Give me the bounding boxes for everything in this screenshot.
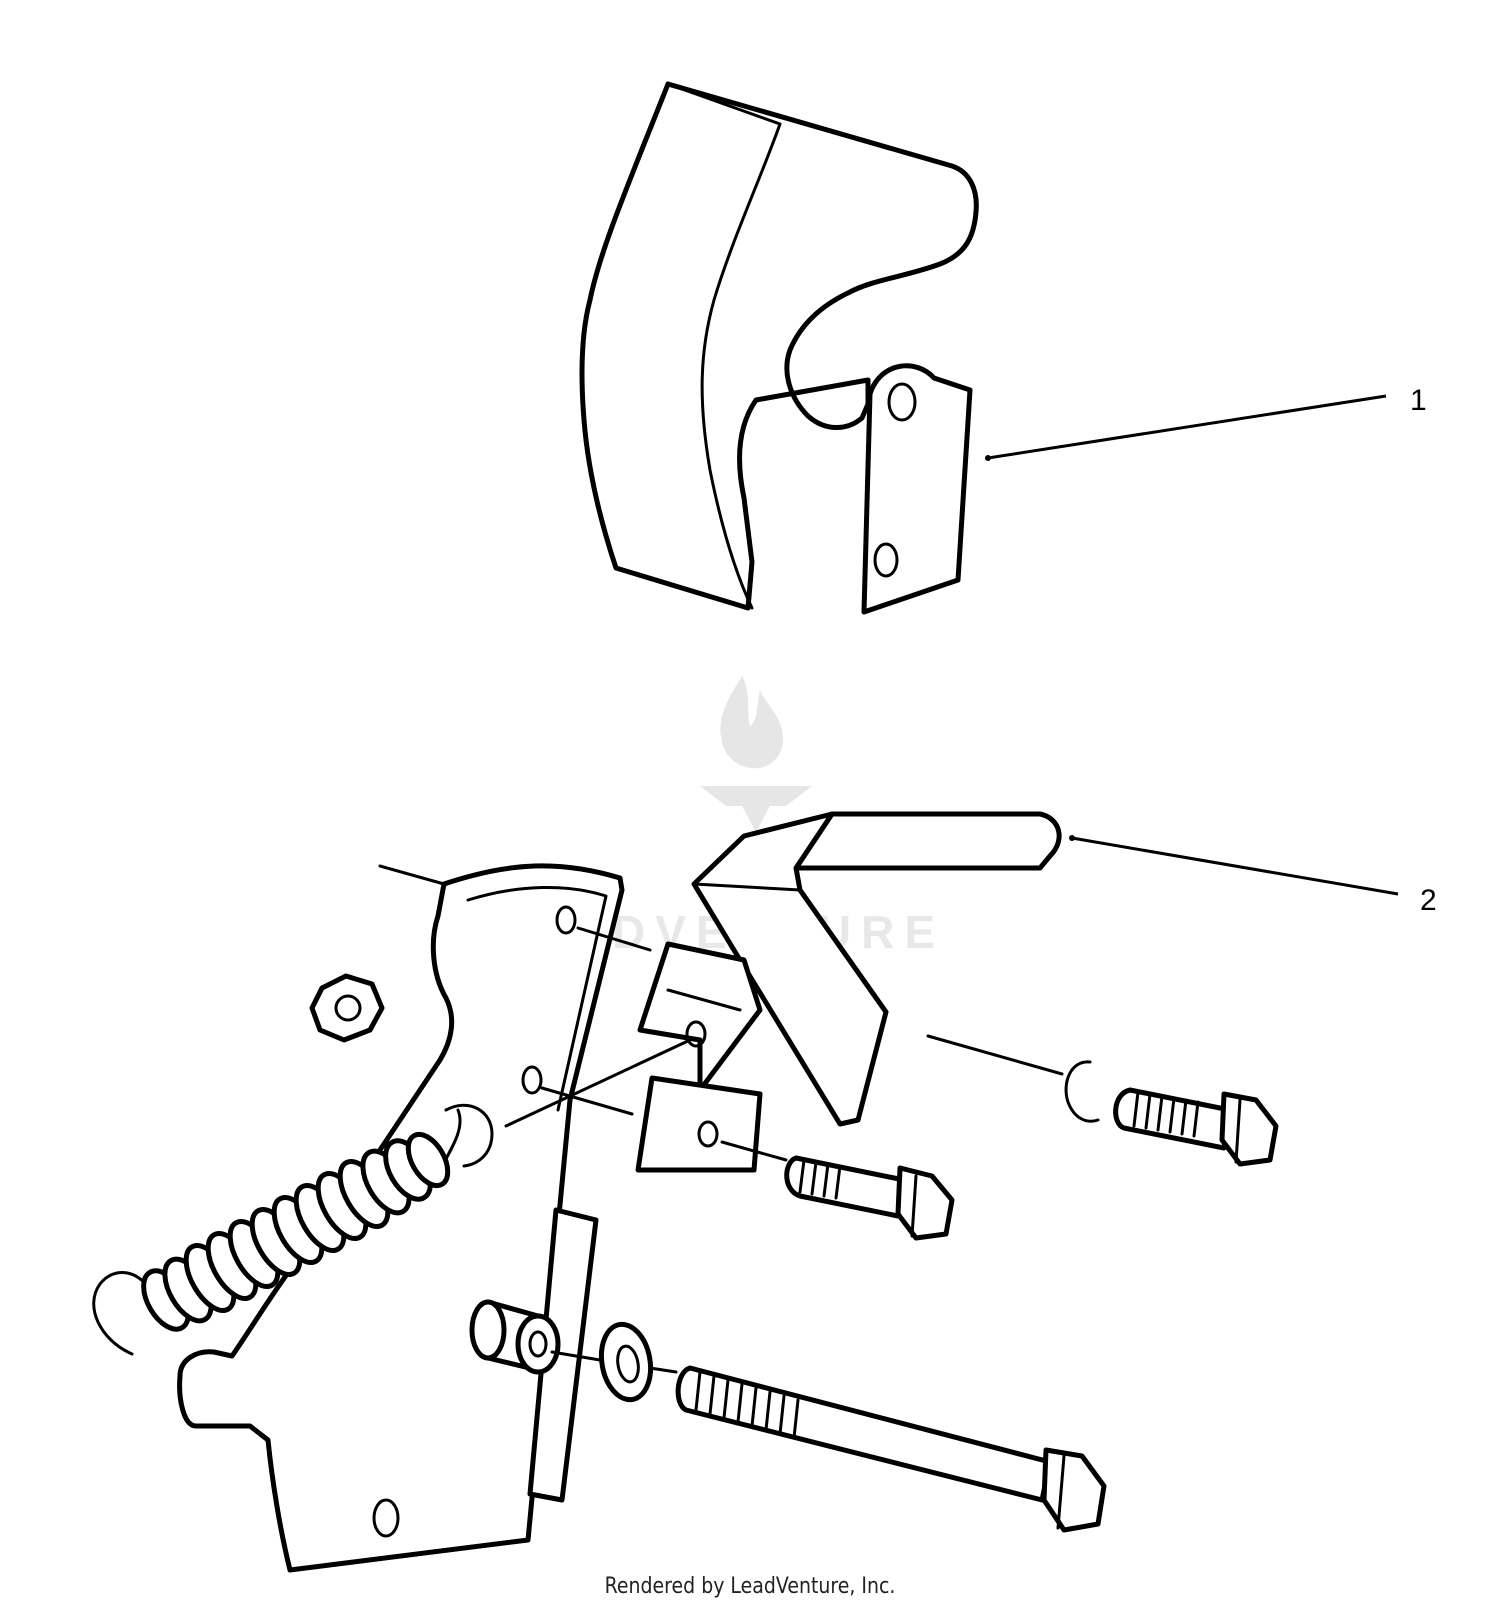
plate-reference-line	[378, 864, 446, 886]
pedal-lower-tab	[635, 1075, 763, 1173]
flat-washer	[598, 1321, 654, 1403]
spacer-end	[515, 1313, 561, 1375]
bolt-long-shank	[675, 1365, 1053, 1503]
spring-coils	[141, 1131, 451, 1332]
bolt-upper-head	[1219, 1091, 1279, 1167]
bolt-long-head	[1041, 1447, 1107, 1533]
nut-bore	[334, 994, 362, 1022]
spring-end-hook-left	[92, 1271, 152, 1356]
bolt-middle	[784, 1155, 955, 1241]
nut-body	[309, 973, 385, 1043]
pedal-arm-inner-edge	[692, 882, 802, 892]
spacer-back	[469, 1299, 507, 1361]
bolt-middle-head-edge	[910, 1174, 918, 1238]
cover-bracket-hole-bottom	[873, 542, 899, 578]
bolt-upper-right	[1113, 1087, 1279, 1167]
pedal-hole-upper	[685, 1020, 707, 1048]
pedal-pad	[793, 811, 1062, 871]
align-line-3	[504, 1038, 692, 1128]
bolt-long-head-edge	[1056, 1454, 1066, 1530]
pedal-mount-bracket	[637, 941, 763, 1093]
plate-hole-bottom	[372, 1498, 400, 1538]
cover-bracket	[861, 363, 973, 615]
pedal-hole-lower	[697, 1120, 719, 1148]
spacer-bore	[528, 1330, 548, 1358]
flame-logo-icon	[720, 676, 784, 769]
align-line-2	[666, 988, 742, 1012]
flat-washer-inner	[616, 1344, 640, 1384]
callout-2-dot	[1069, 835, 1075, 841]
align-line-1	[576, 926, 652, 952]
align-line-8	[648, 1366, 678, 1374]
align-line-6	[926, 1034, 1064, 1076]
bolt-middle-threads	[798, 1158, 842, 1200]
callout-2-number: 2	[1420, 884, 1437, 917]
flat-washer-outer	[598, 1321, 654, 1403]
align-line-5	[720, 1140, 788, 1162]
plate-inner-edge	[466, 886, 608, 1112]
align-line-4	[540, 1086, 634, 1116]
pedal-arm	[691, 811, 889, 1127]
bolt-middle-head	[895, 1165, 955, 1241]
callout-2-leader	[1071, 836, 1399, 896]
spring-hook-hole	[444, 1103, 494, 1168]
mounting-plate	[177, 863, 625, 1573]
part-2-pedal	[635, 811, 1062, 1173]
hex-nut	[309, 973, 385, 1043]
plate-hole-middle	[521, 1065, 543, 1095]
callout-2: 2	[1069, 835, 1437, 917]
alignment-lines	[504, 926, 1064, 1374]
v-logo-icon	[700, 786, 812, 832]
lock-washer-ring	[1064, 1060, 1100, 1123]
callout-1: 1	[985, 384, 1427, 461]
bolt-long	[675, 1365, 1107, 1533]
align-line-7	[550, 1350, 602, 1362]
spacer-sleeve	[469, 1299, 561, 1375]
plate-hole-top	[555, 905, 577, 935]
callout-1-leader	[987, 394, 1387, 460]
lock-washer	[1064, 1060, 1100, 1123]
plate-outline	[177, 863, 625, 1573]
cover-ridge	[666, 82, 782, 610]
callout-1-number: 1	[1410, 384, 1427, 417]
cover-outline	[579, 81, 979, 611]
extension-spring	[92, 1108, 462, 1356]
callout-1-dot	[985, 455, 991, 461]
bolt-long-threads	[694, 1370, 800, 1440]
bolt-upper-threads	[1132, 1090, 1200, 1138]
rendered-by-footer: Rendered by LeadVenture, Inc.	[604, 1574, 896, 1599]
bolt-upper-head-edge	[1234, 1098, 1242, 1164]
cover-bracket-hole-top	[887, 382, 917, 422]
part-1-cover	[579, 81, 979, 615]
